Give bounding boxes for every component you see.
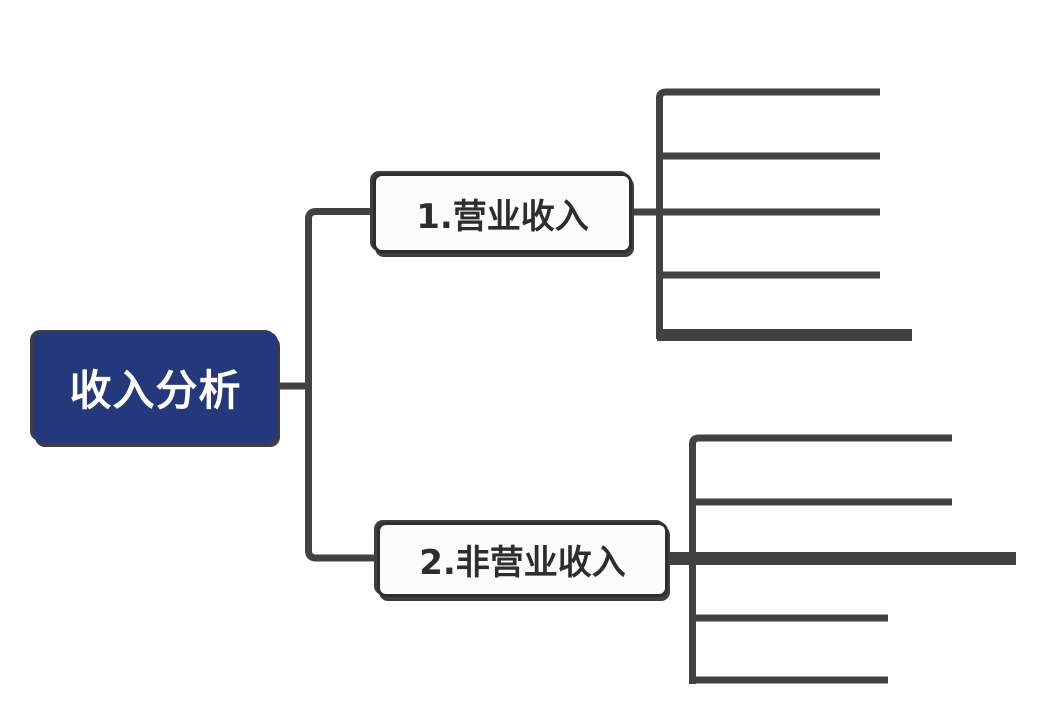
branch-node-non-operating-income[interactable]: 2.非营业收入 (377, 522, 668, 597)
branch-node-label: 1.营业收入 (416, 196, 589, 237)
branch-node-operating-income[interactable]: 1.营业收入 (373, 173, 632, 253)
root-node-income-analysis[interactable]: 收入分析 (33, 332, 278, 443)
branch2-trunk-and-line1 (689, 434, 952, 684)
branch-node-label: 2.非营业收入 (419, 543, 626, 583)
branch1-trunk-and-line1 (656, 88, 880, 339)
root-node-label: 收入分析 (69, 366, 242, 415)
root-children-trunk (305, 208, 380, 562)
